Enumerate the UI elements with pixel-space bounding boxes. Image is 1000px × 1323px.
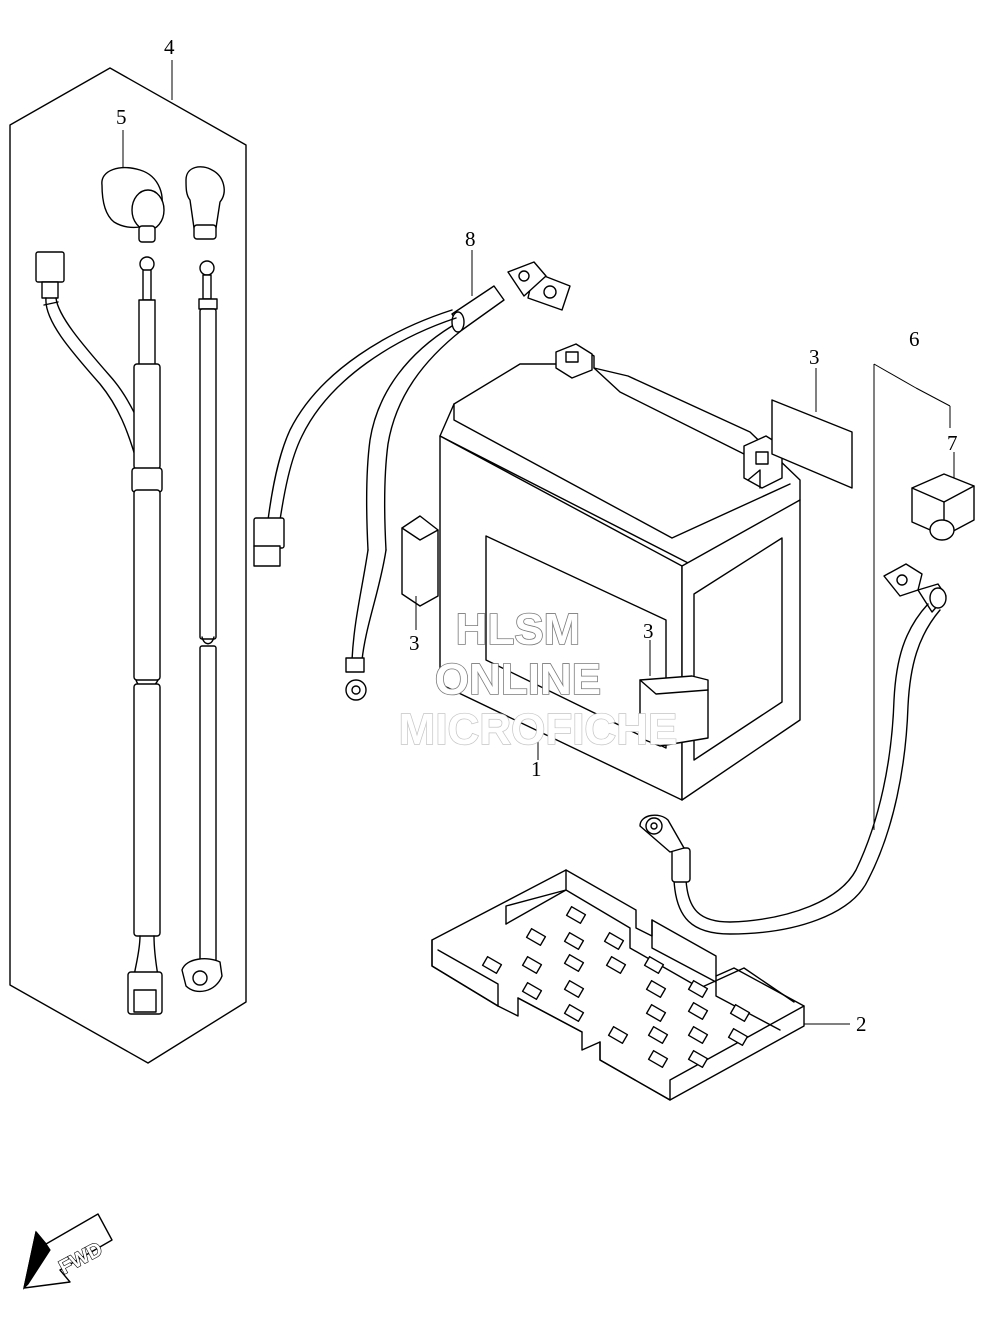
- callout-4[interactable]: 4: [164, 35, 175, 59]
- terminal-cap-part[interactable]: [185, 166, 225, 240]
- watermark-line-1: HLSM: [456, 605, 581, 654]
- harness-cable-left[interactable]: [127, 256, 163, 1015]
- harness-connector-left[interactable]: [35, 251, 155, 467]
- battery-cable-part-6[interactable]: [639, 363, 951, 935]
- callout-8[interactable]: 8: [465, 227, 476, 251]
- callout-1[interactable]: 1: [531, 757, 542, 781]
- terminal-cap-part-5[interactable]: [101, 130, 165, 243]
- watermark: HLSM ONLINE MICROFICHE: [398, 604, 678, 755]
- harness-kit-group: 4 5: [9, 35, 247, 1064]
- fwd-arrow-icon: FWD: [22, 1213, 113, 1290]
- terminal-cap-part-7[interactable]: [911, 452, 975, 541]
- callout-3-left[interactable]: 3: [409, 631, 420, 655]
- callout-7[interactable]: 7: [947, 431, 958, 455]
- pad-part-3-left[interactable]: [401, 515, 439, 630]
- watermark-line-3: MICROFICHE: [399, 705, 678, 754]
- harness-cable-right[interactable]: [181, 260, 223, 993]
- pad-part-3-top[interactable]: [771, 368, 853, 489]
- battery-tray-slots: [481, 905, 751, 1069]
- callout-6[interactable]: 6: [909, 327, 920, 351]
- battery-tray-part-2[interactable]: [431, 869, 805, 1101]
- pad-part-3-right[interactable]: [639, 640, 709, 747]
- battery-part-1[interactable]: [439, 343, 801, 801]
- callout-5[interactable]: 5: [116, 105, 127, 129]
- callout-3-right[interactable]: 3: [643, 619, 654, 643]
- callout-2[interactable]: 2: [856, 1012, 867, 1036]
- callout-3-top[interactable]: 3: [809, 345, 820, 369]
- battery-cable-part-8[interactable]: 8: [253, 227, 571, 701]
- watermark-line-2: ONLINE: [435, 655, 601, 704]
